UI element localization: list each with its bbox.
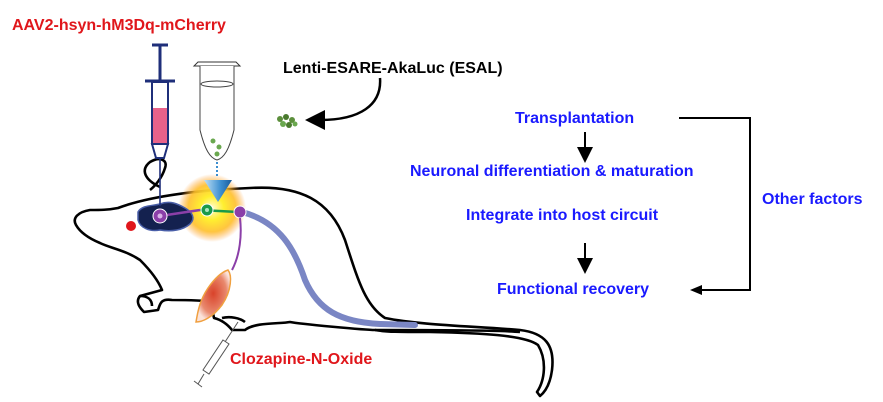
neuron-host — [152, 208, 201, 224]
flow-step-integration: Integrate into host circuit — [466, 207, 659, 224]
syringe-icon — [145, 43, 175, 206]
flow-step-recovery: Functional recovery — [497, 281, 650, 298]
spinal-cord — [239, 209, 418, 328]
incision-loop — [143, 157, 167, 192]
muscle-icon — [195, 269, 232, 323]
lenti-arrow — [319, 77, 382, 122]
lenti-arrowhead — [305, 110, 325, 130]
mouse-outline — [73, 186, 554, 398]
eppendorf-tube-icon — [192, 61, 242, 178]
cell-cluster-icon — [277, 114, 298, 128]
feedback-arrowhead — [690, 285, 702, 295]
other-factors-label: Other factors — [762, 191, 863, 208]
neuron-motor — [231, 205, 247, 271]
flow-step-transplantation: Transplantation — [515, 110, 635, 127]
lenti-label: Lenti-ESARE-AkaLuc (ESAL) — [283, 60, 503, 77]
cno-label: Clozapine-N-Oxide — [230, 351, 373, 368]
neuron-transplanted — [199, 203, 239, 217]
injection-arrow-icon — [204, 180, 232, 202]
flow-step-differentiation: Neuronal differentiation & maturation — [410, 163, 694, 180]
aav-label: AAV2-hsyn-hM3Dq-mCherry — [12, 17, 226, 34]
eye-dot — [126, 221, 136, 231]
small-syringe-icon — [193, 321, 239, 388]
flow-arrows — [577, 117, 751, 291]
